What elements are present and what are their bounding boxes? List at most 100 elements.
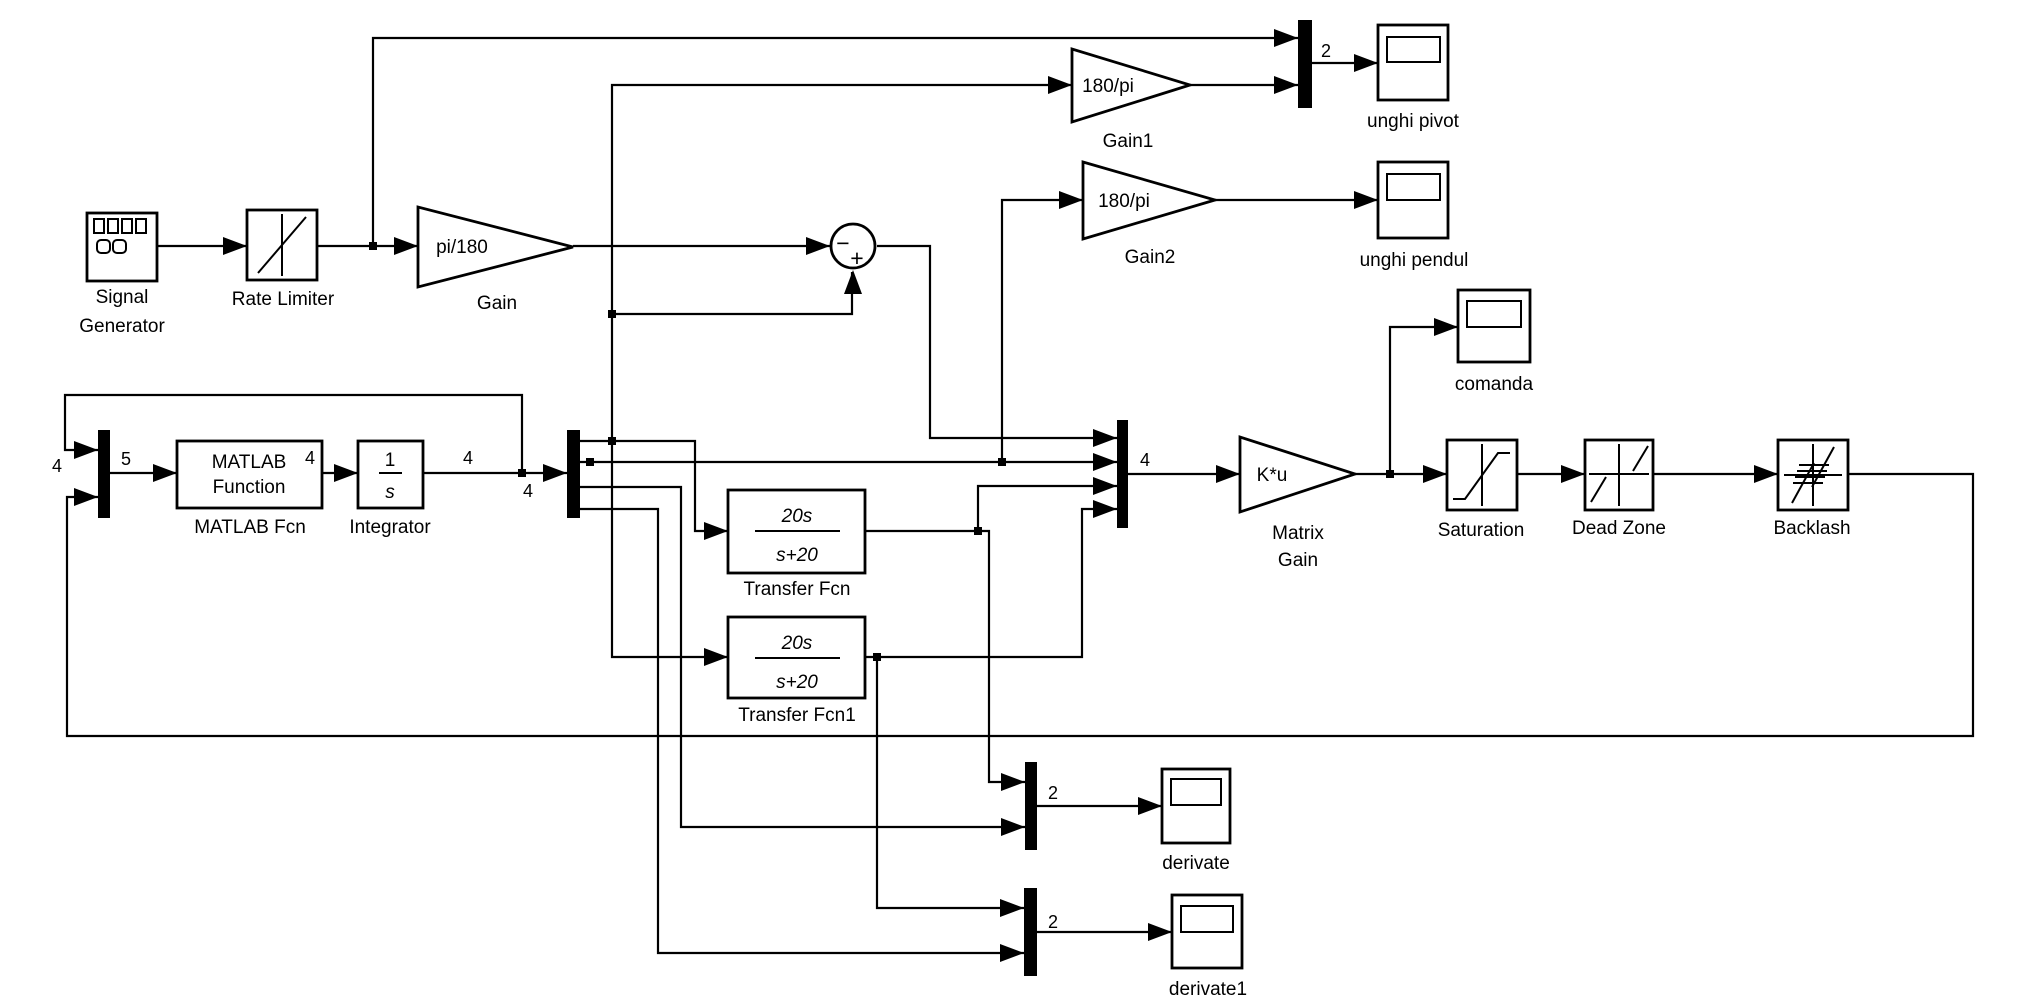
- arrowhead: [1274, 76, 1298, 94]
- line-sum-to-mainmux-in1: [877, 244, 1117, 440]
- gain2-value: 180/pi: [1098, 191, 1150, 212]
- matlab-fcn-text-2: Function: [213, 477, 286, 498]
- matrix-gain-triangle[interactable]: [1238, 435, 1360, 514]
- gain1-triangle[interactable]: [1070, 47, 1195, 124]
- branch-dots: [369, 242, 1394, 661]
- branch-dot: [518, 469, 526, 477]
- line-state1-to-sum-plus: [612, 272, 854, 316]
- main-mux-block[interactable]: 4: [1117, 420, 1150, 528]
- arrowhead: [1093, 477, 1117, 495]
- rate-limiter-label: Rate Limiter: [232, 289, 335, 310]
- transfer-fcn1-numerator: 20s: [781, 633, 813, 654]
- signal-generator-label-2: Generator: [79, 316, 165, 337]
- derivate1-mux-bar[interactable]: [1024, 888, 1037, 976]
- derivate-scope-screen: [1170, 778, 1222, 806]
- transfer-fcn-block[interactable]: 20s s+20 Transfer Fcn: [726, 488, 867, 600]
- line-reference-to-pivot-mux: [371, 36, 1298, 246]
- arrowhead: [1001, 773, 1025, 791]
- derivate-mux-block[interactable]: 2: [1025, 762, 1058, 850]
- integrator-body[interactable]: [356, 439, 425, 510]
- gain2-block[interactable]: 180/pi Gain2: [1081, 160, 1221, 268]
- transfer-fcn1-block[interactable]: 20s s+20 Transfer Fcn1: [726, 615, 867, 726]
- left-mux-block[interactable]: 4 5: [52, 430, 131, 518]
- gain-label: Gain: [477, 293, 517, 314]
- line-tf1-out-to-derivate1mux: [875, 657, 1024, 910]
- center-demux-bar[interactable]: [567, 430, 580, 518]
- derivate1-mux-block[interactable]: 2: [1024, 888, 1058, 976]
- arrowhead: [394, 237, 418, 255]
- matrix-gain-value: K*u: [1257, 465, 1288, 486]
- arrowhead: [1000, 899, 1024, 917]
- pivot-mux-block[interactable]: 2: [1298, 20, 1331, 108]
- sum-circle[interactable]: [829, 222, 877, 270]
- arrowhead: [153, 464, 177, 482]
- dead-zone-block[interactable]: Dead Zone: [1572, 438, 1666, 539]
- branch-dot: [608, 310, 616, 318]
- pivot-mux-bar[interactable]: [1298, 20, 1312, 108]
- unghi-pivot-scope[interactable]: unghi pivot: [1367, 23, 1460, 132]
- sum-block[interactable]: − +: [829, 222, 877, 271]
- derivate-scope[interactable]: derivate: [1160, 767, 1232, 874]
- branch-dot: [608, 437, 616, 445]
- rate-limiter-block[interactable]: Rate Limiter: [232, 208, 335, 310]
- center-demux-block[interactable]: [567, 430, 580, 518]
- integrator-out-width-label: 4: [463, 448, 473, 468]
- arrowhead: [704, 648, 728, 666]
- derivate-mux-width-label: 2: [1048, 783, 1058, 803]
- pivot-mux-width-label: 2: [1321, 41, 1331, 61]
- derivate-mux-bar[interactable]: [1025, 762, 1037, 850]
- backlash-block[interactable]: Backlash: [1773, 438, 1851, 539]
- comanda-scope[interactable]: comanda: [1455, 288, 1534, 395]
- unghi-pendul-scope[interactable]: unghi pendul: [1360, 160, 1469, 271]
- main-mux-bar[interactable]: [1117, 420, 1128, 528]
- arrowhead: [1216, 465, 1240, 483]
- arrowhead: [1138, 797, 1162, 815]
- saturation-block[interactable]: Saturation: [1438, 438, 1525, 541]
- comanda-label: comanda: [1455, 374, 1534, 395]
- derivate-label: derivate: [1162, 853, 1230, 874]
- line-state1-riser: [610, 83, 1072, 659]
- left-mux-bar[interactable]: [98, 430, 110, 518]
- signal-generator-block[interactable]: Signal Generator: [79, 211, 165, 337]
- line-state2-to-gain2: [1000, 198, 1083, 462]
- arrowhead: [806, 237, 830, 255]
- branch-dot: [974, 527, 982, 535]
- derivate1-scope-screen: [1180, 905, 1234, 933]
- arrowhead: [1754, 465, 1778, 483]
- arrowhead-up: [844, 270, 862, 294]
- arrowhead: [223, 237, 247, 255]
- arrowhead: [74, 488, 98, 506]
- matlab-fcn-body[interactable]: [175, 439, 324, 510]
- arrowhead: [1048, 76, 1072, 94]
- unghi-pendul-scope-screen: [1386, 173, 1441, 201]
- branch-dot: [1386, 470, 1394, 478]
- gain1-block[interactable]: 180/pi Gain1: [1070, 47, 1195, 152]
- transfer-fcn-numerator: 20s: [781, 506, 813, 527]
- saturation-icon: [1453, 444, 1510, 506]
- gain-block[interactable]: pi/180 Gain: [416, 205, 574, 314]
- gain-value: pi/180: [436, 237, 488, 258]
- gain2-triangle[interactable]: [1081, 160, 1221, 241]
- arrowheads: [74, 29, 1778, 962]
- matlab-fcn-block[interactable]: MATLAB Function MATLAB Fcn 4: [175, 439, 324, 538]
- arrowhead: [1354, 191, 1378, 209]
- arrowhead: [543, 464, 567, 482]
- dead-zone-label: Dead Zone: [1572, 518, 1666, 539]
- left-mux-output-width-label: 5: [121, 449, 131, 469]
- arrowhead: [1093, 453, 1117, 471]
- sum-minus-sign: −: [836, 230, 849, 256]
- derivate1-mux-width-label: 2: [1048, 912, 1058, 932]
- dead-zone-icon: [1589, 444, 1649, 506]
- matrix-gain-block[interactable]: K*u Matrix Gain: [1238, 435, 1360, 571]
- signal-generator-icon: [93, 218, 147, 254]
- transfer-fcn-label: Transfer Fcn: [744, 579, 851, 600]
- signal-lines: [63, 36, 1975, 955]
- arrowhead: [1354, 54, 1378, 72]
- integrator-block[interactable]: 1 s Integrator 4: [349, 439, 473, 538]
- transfer-fcn1-denominator: s+20: [776, 672, 818, 693]
- gain-triangle[interactable]: [416, 205, 574, 289]
- derivate1-scope[interactable]: derivate1: [1169, 893, 1247, 1000]
- gain1-label: Gain1: [1103, 131, 1154, 152]
